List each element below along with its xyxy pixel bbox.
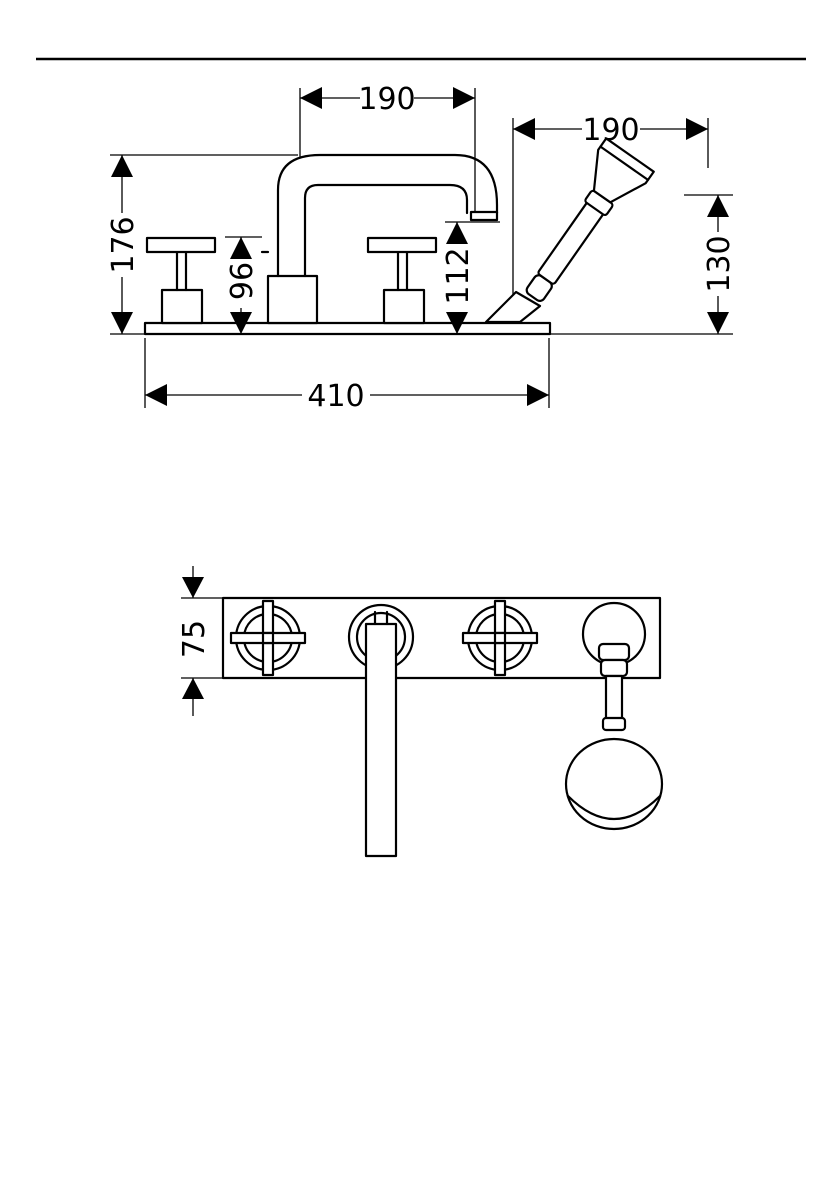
dim-handle-height-label: 96 [225, 262, 260, 300]
dim-total-height: 176 [106, 155, 141, 334]
dim-plate-depth: 75 [177, 566, 212, 716]
left-cross-handle [147, 238, 215, 323]
dim-spout-width: 190 [300, 82, 475, 117]
plan-spout [349, 605, 413, 856]
dim-handshower-width-label: 190 [582, 113, 639, 148]
dim-overall-length-label: 410 [307, 379, 364, 414]
dim-plate-depth-label: 75 [177, 620, 212, 658]
dim-overall-length: 410 [145, 379, 549, 414]
dim-spout-outlet-height-label: 112 [441, 247, 476, 304]
dim-spout-width-label: 190 [358, 82, 415, 117]
plan-view: 75 [177, 566, 662, 856]
deck-plate [145, 323, 550, 334]
dim-handshower-height-label: 130 [702, 235, 737, 292]
dim-handshower-width: 190 [513, 113, 708, 148]
dim-total-height-label: 176 [106, 216, 141, 273]
right-cross-handle [368, 238, 436, 323]
dim-handle-height: 96 [225, 237, 260, 334]
dim-spout-outlet-height: 112 [441, 222, 476, 334]
hand-shower [486, 138, 654, 322]
dim-handshower-height: 130 [702, 195, 737, 334]
side-elevation-view: 190 190 176 96 [106, 82, 737, 414]
